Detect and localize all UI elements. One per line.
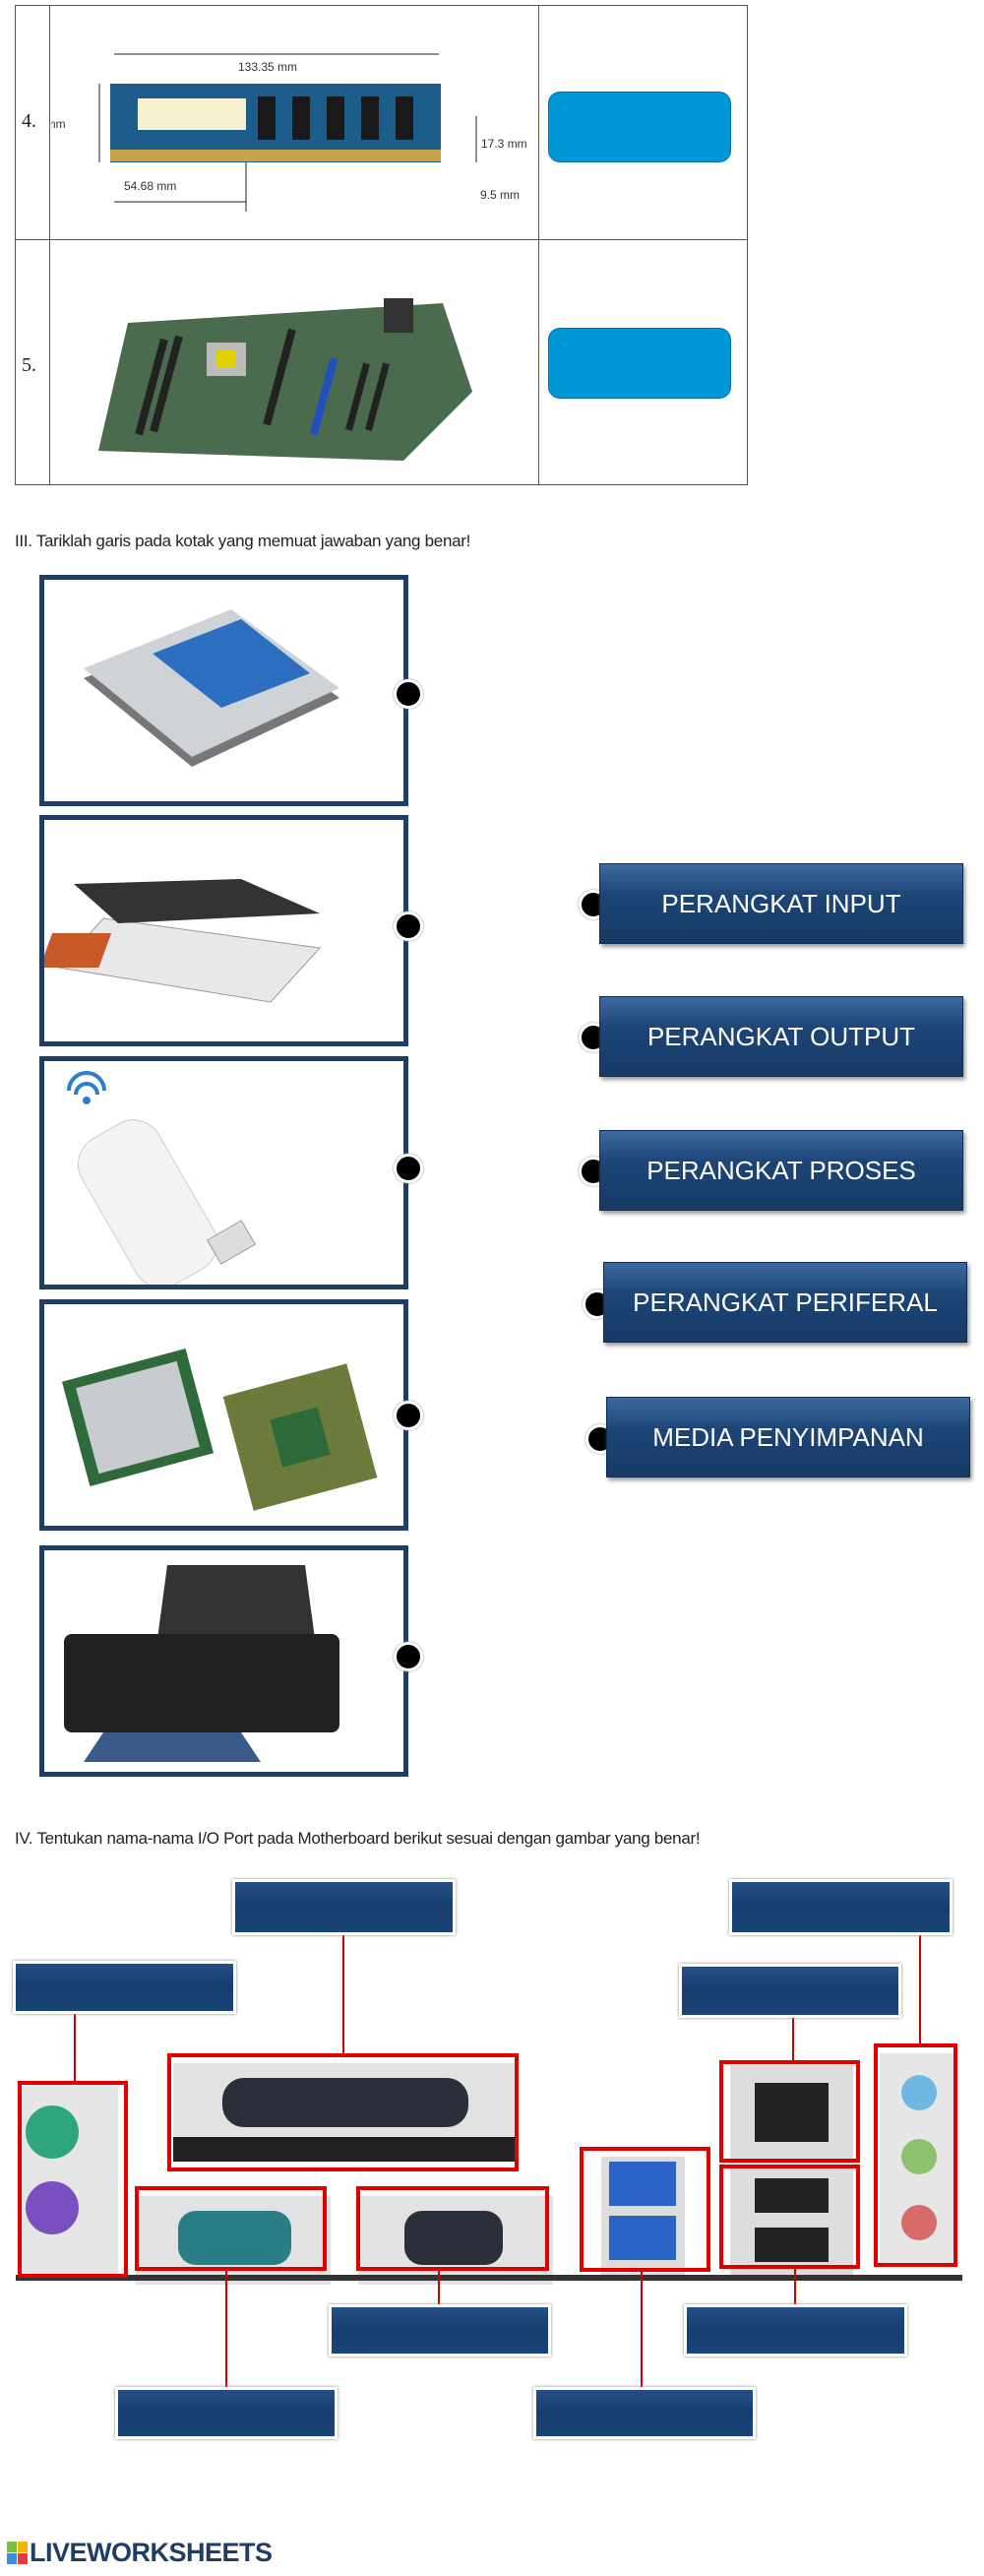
connector-dot[interactable] [394,911,423,941]
usb3-port-highlight [580,2147,710,2272]
liveworksheets-logo: LIVEWORKSHEETS [7,2538,273,2568]
parallel-port-answer-box[interactable] [232,1879,456,1935]
usb-port-answer-box[interactable] [684,2304,907,2356]
leader-line [641,2272,643,2387]
ram-notch-label: 54.68 mm [124,179,176,193]
image-box-usb-modem [39,1056,408,1289]
category-output: PERANGKAT OUTPUT [599,996,963,1077]
connector-dot[interactable] [394,1154,423,1183]
vga-port-highlight [356,2186,549,2271]
serial-port-answer-box[interactable] [115,2387,338,2439]
category-periferal: PERANGKAT PERIFERAL [603,1262,967,1343]
section4-instruction: IV. Tentukan nama-nama I/O Port pada Mot… [15,1829,701,1848]
audio-port-answer-box[interactable] [729,1879,953,1935]
vga-port-answer-box[interactable] [329,2304,551,2356]
leader-line [438,2271,440,2304]
ram-edge-label: 9.5 mm [480,188,520,202]
row-number: 4. [22,110,36,132]
processor-image [61,1349,378,1511]
section3-instruction: III. Tariklah garis pada kotak yang memu… [15,532,471,550]
ram-module-image: 133.35 mm 30 mm 17.3 mm 54.68 mm 9.5 mm [51,53,527,212]
hard-disk-image [84,609,339,767]
serial-port-highlight [135,2186,327,2271]
image-box-printer [39,1545,408,1777]
image-box-processor [39,1299,408,1531]
row-number: 5. [22,354,36,376]
lan-port-highlight [719,2060,860,2163]
leader-line [74,2014,76,2081]
ps2-port-highlight [18,2081,128,2278]
leader-line [225,2271,227,2387]
leader-line [919,1935,921,2043]
parallel-port-highlight [167,2053,519,2171]
logo-text: LIVEWORKSHEETS [30,2538,273,2567]
lan-port-answer-box[interactable] [679,1964,901,2018]
logo-icon [7,2542,28,2564]
audio-port-highlight [874,2043,957,2267]
category-media-penyimpanan: MEDIA PENYIMPANAN [606,1397,970,1477]
answer-drop-box-4[interactable] [548,92,731,162]
category-input: PERANGKAT INPUT [599,863,963,944]
scanner-image [39,879,322,1003]
printer-image [64,1565,339,1762]
leader-line [792,2018,794,2060]
motherboard-image [98,298,472,461]
usb-port-highlight [719,2165,860,2269]
io-panel-image [16,2053,962,2285]
ram-side-label: 17.3 mm [481,137,527,151]
usb-modem-image [67,1071,257,1288]
usb3-port-answer-box[interactable] [533,2387,756,2439]
ram-height-label: 30 mm [51,117,66,131]
image-box-hard-disk [39,575,408,806]
connector-dot[interactable] [394,1401,423,1430]
image-box-scanner [39,815,408,1046]
ram-length-label: 133.35 mm [238,60,297,74]
answer-drop-box-5[interactable] [548,328,731,399]
connector-dot[interactable] [394,1642,423,1671]
ps2-port-answer-box[interactable] [13,1961,236,2014]
category-proses: PERANGKAT PROSES [599,1130,963,1211]
leader-line [342,1935,344,2053]
leader-line [794,2269,796,2304]
connector-dot[interactable] [394,679,423,709]
